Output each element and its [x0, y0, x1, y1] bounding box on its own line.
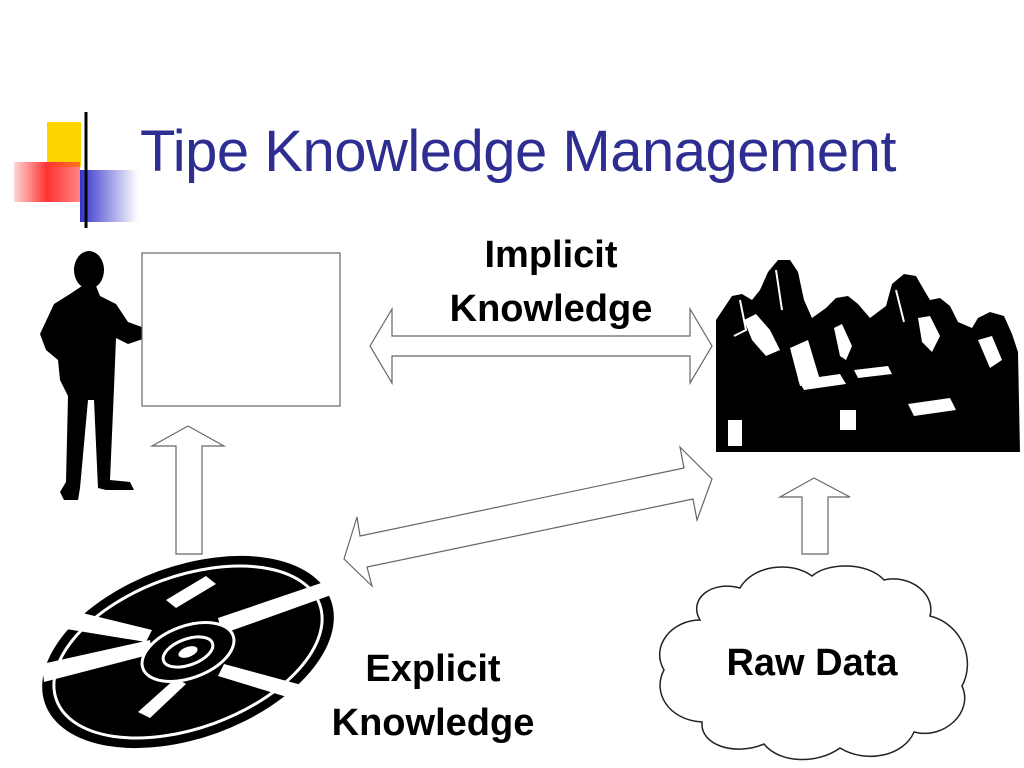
implicit-label-line-2: Knowledge: [449, 288, 653, 330]
implicit-exchange-arrow: [369, 306, 713, 386]
whiteboard-icon: [141, 252, 341, 407]
explicit-exchange-arrow: [343, 445, 713, 588]
meeting-group-icon: [716, 260, 1020, 452]
explicit-label-line-1: Explicit: [365, 648, 501, 690]
presenter-icon: [40, 251, 171, 500]
slide-title: Tipe Knowledge Management: [140, 119, 896, 184]
explicit-to-board-arrow: [149, 425, 227, 555]
raw-data-label: Raw Data: [726, 642, 898, 684]
explicit-knowledge-label: Explicit Knowledge: [298, 642, 568, 750]
rawdata-to-meeting-arrow: [777, 477, 851, 555]
implicit-label-line-1: Implicit: [484, 234, 618, 276]
explicit-label-line-2: Knowledge: [331, 702, 535, 744]
implicit-knowledge-label: Implicit Knowledge: [420, 228, 682, 336]
cloud-icon: [658, 565, 969, 761]
disc-icon: [42, 555, 334, 749]
title-decoration: [14, 112, 960, 228]
